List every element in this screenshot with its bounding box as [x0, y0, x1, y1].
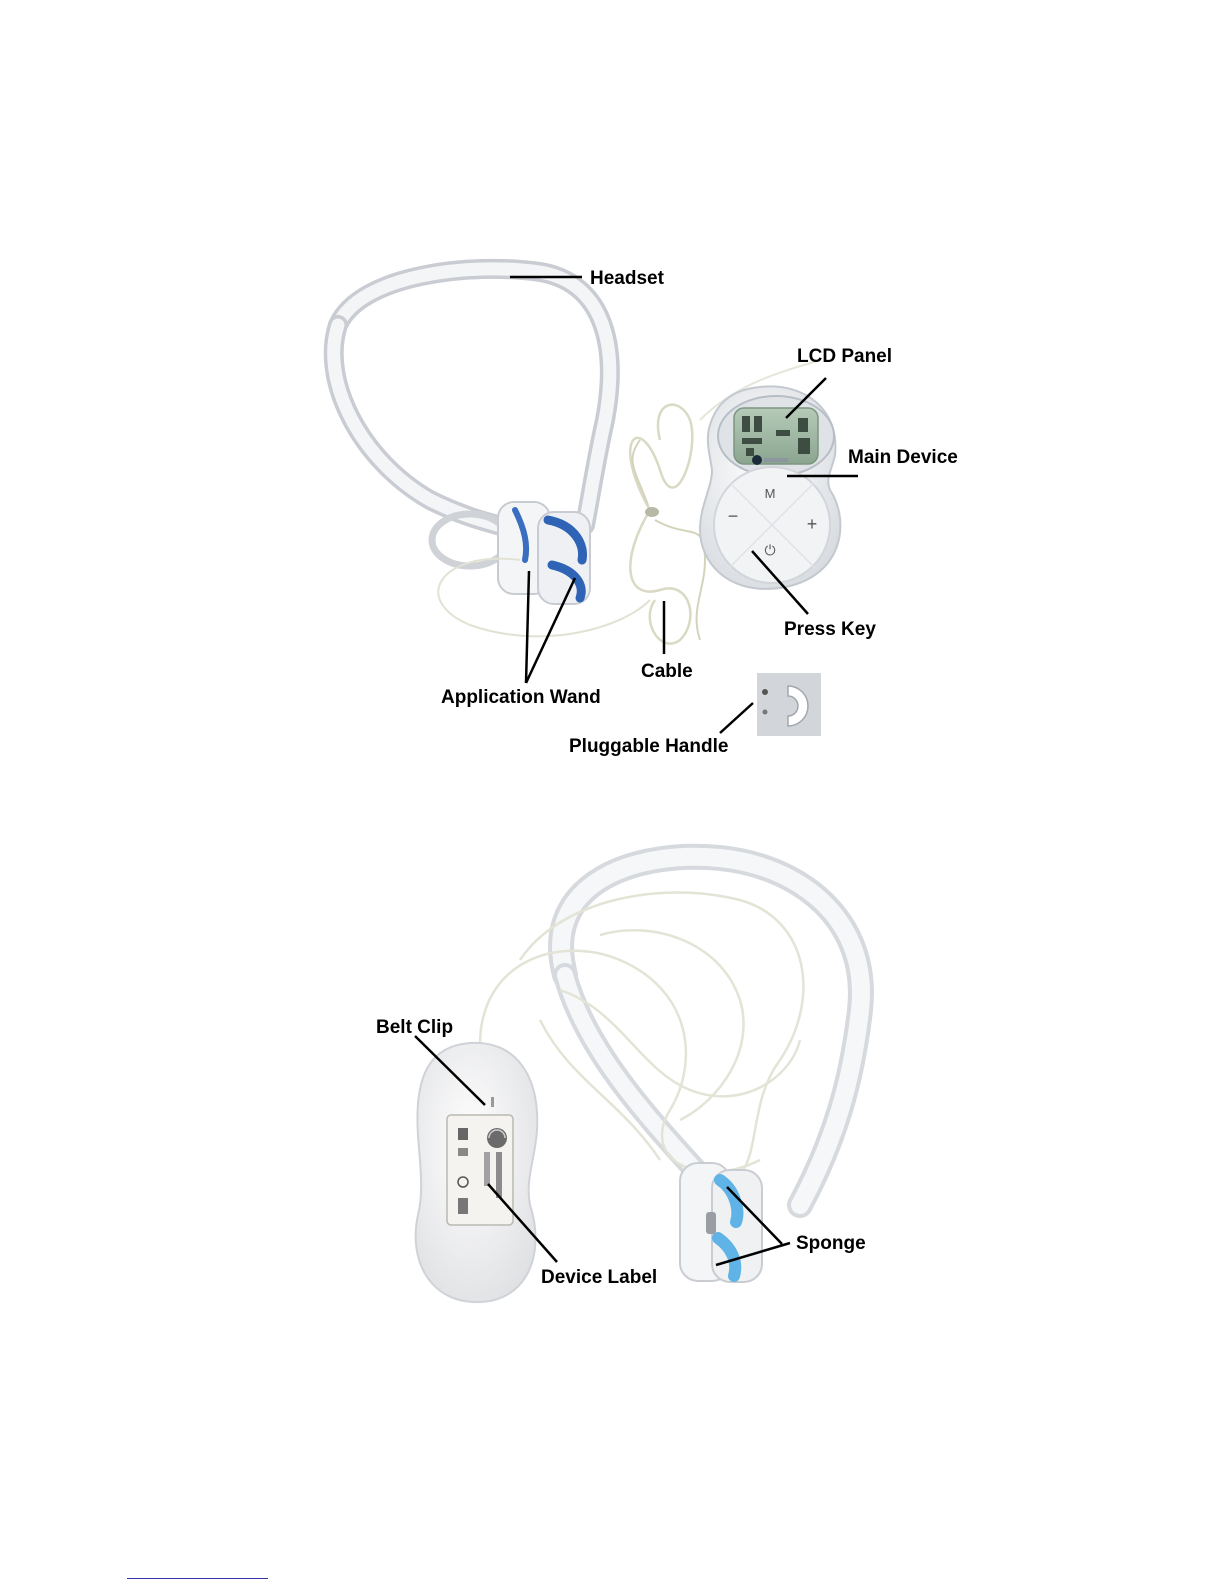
application-wand [432, 502, 590, 604]
handle-leader [720, 703, 753, 733]
main-device: M − + ⏻ [700, 386, 840, 588]
footnote-rule [127, 1578, 268, 1579]
pluggable-handle-inset [757, 673, 821, 736]
sponge-label: Sponge [796, 1234, 866, 1253]
headset-label: Headset [590, 269, 664, 288]
headset-band [334, 269, 610, 530]
mode-button-glyph: M [765, 486, 776, 501]
pluggable-handle-label: Pluggable Handle [569, 737, 728, 756]
bottom-headset-band [561, 857, 861, 1205]
application-wand-label: Application Wand [441, 688, 601, 707]
plus-button-glyph: + [807, 514, 818, 534]
device-label-label: Device Label [541, 1268, 657, 1287]
power-button-glyph: ⏻ [764, 543, 775, 559]
cable-label: Cable [641, 662, 693, 681]
bottom-figure [415, 857, 861, 1302]
top-figure: M − + ⏻ [334, 269, 858, 736]
press-key-label: Press Key [784, 620, 876, 639]
minus-button-glyph: − [728, 506, 739, 526]
brand-logo [752, 455, 762, 465]
lcd-panel-label: LCD Panel [797, 347, 892, 366]
main-device-label: Main Device [848, 448, 958, 467]
device-back [416, 1043, 538, 1302]
belt-clip-label: Belt Clip [376, 1018, 453, 1037]
